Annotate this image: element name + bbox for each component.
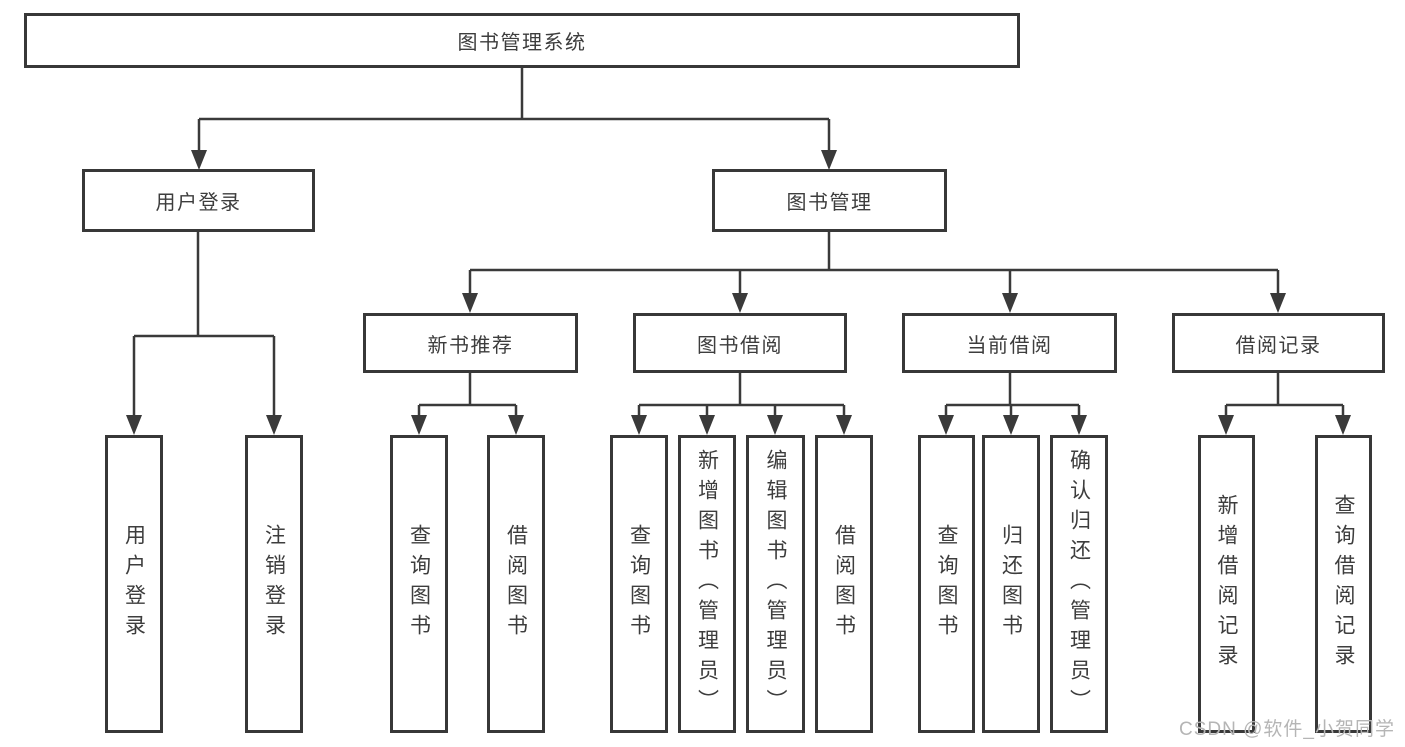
node-borrow-records: 借阅记录 [1172,313,1385,373]
node-borrow-book: 借阅图书 [815,435,873,733]
csdn-watermark: CSDN @软件_小贺同学 [1179,719,1395,740]
node-search-book-current: 查询图书 [918,435,975,733]
node-edit-book-admin: 编辑图书（管理员） [746,435,805,733]
node-book-management-label: 图书管理 [786,192,873,214]
node-borrow-records-label: 借阅记录 [1235,334,1322,357]
node-login-module: 用户登录 [82,169,315,232]
node-search-borrow-record: 查询借阅记录 [1315,435,1372,733]
node-book-management: 图书管理 [712,169,947,232]
node-new-book-recommend-label: 新书推荐 [427,334,514,357]
node-edit-book-admin-label: 编辑图书（管理员） [764,449,787,719]
node-current-borrowing-label: 当前借阅 [966,334,1053,357]
node-logout-label: 注销登录 [262,524,286,644]
node-return-book-label: 归还图书 [999,524,1023,644]
node-return-book: 归还图书 [982,435,1040,733]
node-search-book-borrow-label: 查询图书 [627,524,651,644]
node-search-book-recommend: 查询图书 [390,435,448,733]
node-add-borrow-record-label: 新增借阅记录 [1215,494,1238,674]
node-search-borrow-record-label: 查询借阅记录 [1332,494,1355,674]
node-borrow-book-recommend-label: 借阅图书 [504,524,528,644]
node-borrow-book-recommend: 借阅图书 [487,435,545,733]
node-new-book-recommend: 新书推荐 [363,313,578,373]
node-add-book-admin-label: 新增图书（管理员） [695,449,719,719]
node-book-borrowing-label: 图书借阅 [697,334,783,357]
node-root-label: 图书管理系统 [457,32,587,54]
node-root: 图书管理系统 [24,13,1020,68]
node-search-book-recommend-label: 查询图书 [407,524,431,644]
node-search-book-current-label: 查询图书 [935,524,958,644]
node-book-borrowing: 图书借阅 [633,313,847,373]
node-user-login-label: 用户登录 [122,524,146,644]
node-logout: 注销登录 [245,435,303,733]
node-user-login: 用户登录 [105,435,163,733]
node-add-borrow-record: 新增借阅记录 [1198,435,1255,733]
arrowheads [126,150,1351,435]
node-confirm-return-admin: 确认归还（管理员） [1050,435,1108,733]
node-login-module-label: 用户登录 [155,192,242,214]
node-current-borrowing: 当前借阅 [902,313,1117,373]
node-confirm-return-admin-label: 确认归还（管理员） [1067,449,1091,719]
node-add-book-admin: 新增图书（管理员） [678,435,736,733]
node-borrow-book-label: 借阅图书 [832,524,856,644]
node-search-book-borrow: 查询图书 [610,435,668,733]
